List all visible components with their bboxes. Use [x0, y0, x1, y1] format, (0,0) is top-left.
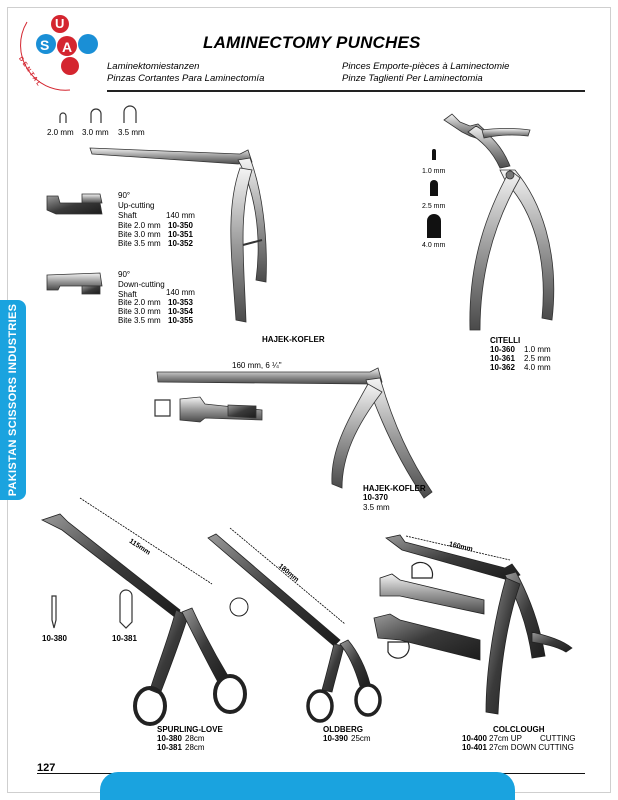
- spurling-code: 10-380: [157, 734, 182, 743]
- colclough-illustration: [385, 534, 573, 715]
- up-angle: 90°: [118, 191, 131, 200]
- logo-letter-s: S: [40, 37, 50, 53]
- colclough-code: 10-400: [462, 734, 487, 743]
- down-shaft: Shaft: [118, 290, 137, 299]
- up-row-code: 10-352: [168, 239, 193, 248]
- spurling-tip-code: 10-380: [42, 634, 67, 643]
- down-angle: 90°: [118, 270, 131, 279]
- citelli-code: 10-361: [490, 354, 515, 363]
- up-row-label: Bite 3.0 mm: [118, 230, 161, 239]
- oldberg-illustration: [207, 527, 382, 723]
- citelli-code: 10-362: [490, 363, 515, 372]
- hajek-kofler-long-illustration: [156, 367, 433, 499]
- up-length: 140 mm: [166, 211, 195, 220]
- citelli-size: 4.0 mm: [524, 363, 551, 372]
- citelli-code: 10-360: [490, 345, 515, 354]
- hajek-kofler-tip-detail: [154, 396, 263, 423]
- spurling-size: 28cm: [185, 734, 205, 743]
- citelli-illustration: [443, 113, 555, 331]
- colclough-note: CUTTING: [540, 734, 576, 743]
- colclough-tip-details: [373, 561, 485, 661]
- logo-letter-a: A: [62, 39, 73, 55]
- citelli-size: 1.0 mm: [524, 345, 551, 354]
- spurling-love-tip-icons: [51, 589, 133, 629]
- side-band: [0, 300, 26, 500]
- bite-size-icons: [59, 105, 137, 123]
- colclough-title: COLCLOUGH: [493, 725, 545, 734]
- spurling-love-illustration: [40, 497, 247, 726]
- footer-band: [100, 772, 515, 800]
- up-row-code: 10-351: [168, 230, 193, 239]
- page-number: 127: [37, 762, 56, 774]
- down-row-label: Bite 3.0 mm: [118, 307, 161, 316]
- citelli-title: CITELLI: [490, 336, 521, 345]
- citelli-tip-shapes: [427, 149, 441, 238]
- down-row-code: 10-353: [168, 298, 193, 307]
- up-row-code: 10-350: [168, 221, 193, 230]
- up-desc: Up-cutting: [118, 201, 155, 210]
- hajek-kofler-long-length: 160 mm, 6 ¼": [232, 361, 282, 370]
- subtitle-de: Laminektomiestanzen: [107, 61, 200, 72]
- logo-letter-u: U: [55, 16, 65, 31]
- page-title: LAMINECTOMY PUNCHES: [203, 33, 421, 52]
- hajek-kofler-long-code: 10-370: [363, 493, 388, 502]
- up-row-label: Bite 2.0 mm: [118, 221, 161, 230]
- spurling-tip-code: 10-381: [112, 634, 137, 643]
- bite-size-label: 3.0 mm: [82, 128, 109, 137]
- colclough-code: 10-401: [462, 743, 487, 752]
- up-row-label: Bite 3.5 mm: [118, 239, 161, 248]
- subtitle-fr: Pinces Emporte-pièces à Laminectomie: [342, 61, 510, 72]
- bite-size-label: 2.0 mm: [47, 128, 74, 137]
- oldberg-title: OLDBERG: [323, 725, 363, 734]
- hajek-kofler-illustration: [89, 147, 267, 323]
- down-cutting-tip-detail: [46, 272, 103, 295]
- up-shaft: Shaft: [118, 211, 137, 220]
- citelli-tip-label: 2.5 mm: [422, 203, 446, 210]
- hajek-kofler-long-title: HAJEK-KOFLER: [363, 484, 426, 493]
- down-row-label: Bite 3.5 mm: [118, 316, 161, 325]
- citelli-size: 2.5 mm: [524, 354, 551, 363]
- up-cutting-tip-detail: [46, 193, 103, 215]
- colclough-size: 27cm UP: [489, 734, 522, 743]
- subtitle-it: Pinze Taglienti Per Laminectomia: [342, 73, 483, 84]
- header-rule: [107, 90, 585, 92]
- subtitle-es: Pinzas Cortantes Para Laminectomía: [107, 73, 265, 84]
- colclough-size: 27cm DOWN CUTTING: [489, 743, 574, 752]
- hajek-kofler-long-size: 3.5 mm: [363, 503, 390, 512]
- down-row-label: Bite 2.0 mm: [118, 298, 161, 307]
- bite-size-label: 3.5 mm: [118, 128, 145, 137]
- citelli-tip-label: 4.0 mm: [422, 242, 446, 249]
- down-row-code: 10-354: [168, 307, 193, 316]
- hajek-kofler-title: HAJEK-KOFLER: [262, 335, 325, 344]
- down-row-code: 10-355: [168, 316, 193, 325]
- oldberg-code: 10-390: [323, 734, 348, 743]
- oldberg-size: 25cm: [351, 734, 371, 743]
- spurling-size: 28cm: [185, 743, 205, 752]
- spurling-code: 10-381: [157, 743, 182, 752]
- spurling-love-title: SPURLING-LOVE: [157, 725, 223, 734]
- down-length: 140 mm: [166, 288, 195, 297]
- down-desc: Down-cutting: [118, 280, 165, 289]
- citelli-tip-label: 1.0 mm: [422, 168, 446, 175]
